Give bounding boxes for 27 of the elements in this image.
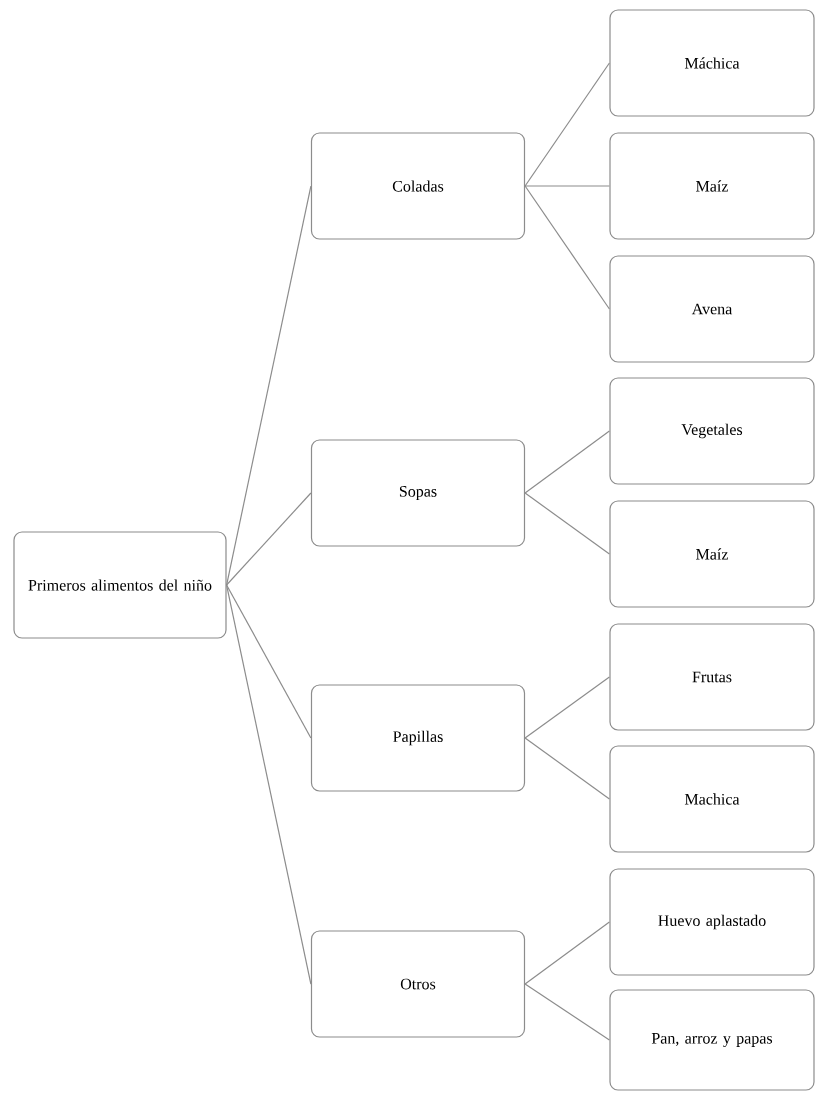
box: Pan, arroz y papas <box>609 989 815 1091</box>
box: Otros <box>310 930 526 1038</box>
connector-line <box>524 492 610 555</box>
connector-line <box>524 921 610 985</box>
box: Coladas <box>310 132 526 240</box>
box: Primeros alimentos del niño <box>13 531 227 639</box>
box: Maíz <box>609 132 815 240</box>
box: Frutas <box>609 623 815 731</box>
box: Vegetales <box>609 377 815 485</box>
box: Machica <box>609 745 815 853</box>
connector-line <box>226 185 312 586</box>
connector-line <box>226 584 312 739</box>
connector-line <box>524 676 610 739</box>
box: Huevo aplastado <box>609 868 815 976</box>
box: Sopas <box>310 439 526 547</box>
connector-line <box>524 430 610 494</box>
box: Papillas <box>310 684 526 792</box>
box: Avena <box>609 255 815 363</box>
connector-line <box>226 492 312 586</box>
connector-line <box>524 983 610 1041</box>
connector-line <box>524 737 610 800</box>
box: Máchica <box>609 9 815 117</box>
connector-line <box>524 185 610 187</box>
connector-line <box>524 185 610 310</box>
connector-line <box>524 62 610 187</box>
box: Maíz <box>609 500 815 608</box>
connector-line <box>226 584 312 985</box>
